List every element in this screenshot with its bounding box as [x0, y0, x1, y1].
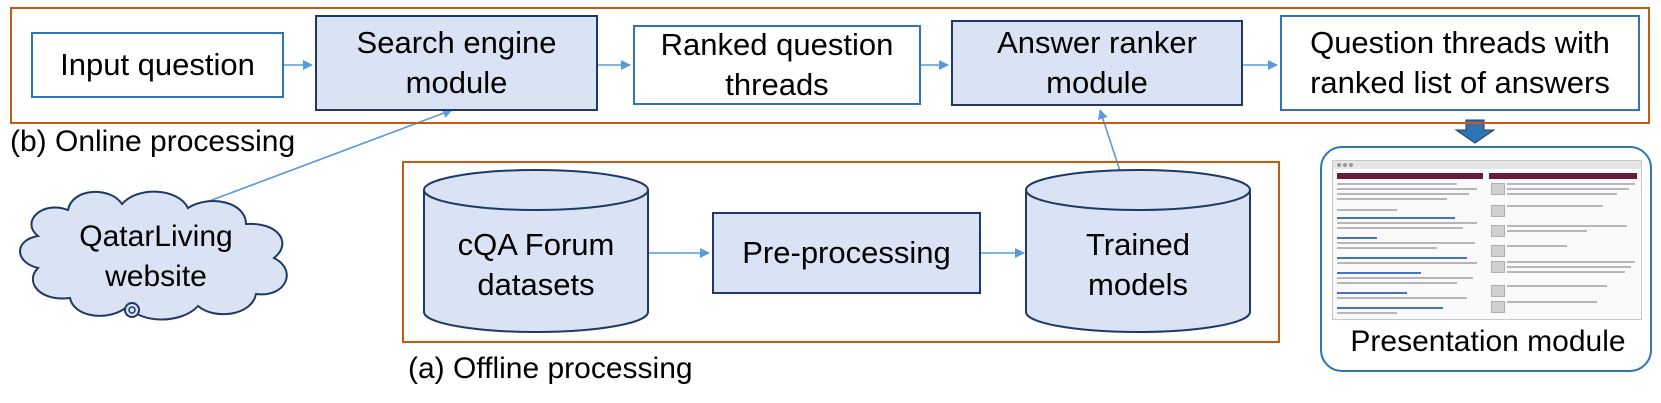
presentation-module: Presentation module: [1320, 146, 1652, 372]
browser-bar: [1333, 161, 1641, 169]
qatarliving-cloud: [19, 190, 288, 321]
online-processing-frame: [10, 7, 1650, 124]
presentation-screenshot: [1332, 160, 1642, 320]
online-processing-caption: (b) Online processing: [10, 125, 296, 158]
answer-ranker-module-box: Answer ranker module: [951, 20, 1243, 106]
question-threads-box: Question threads with ranked list of ans…: [1280, 15, 1640, 111]
qatarliving-website-label: QatarLiving website: [79, 220, 233, 293]
pre-processing-box: Pre-processing: [712, 212, 981, 294]
input-question-box: Input question: [31, 32, 284, 98]
question-header-bar: [1337, 173, 1483, 179]
cqa-datasets-cylinder: [423, 169, 649, 333]
offline-processing-frame: [402, 161, 1280, 343]
trained-models-label: Trained models: [1086, 227, 1190, 302]
ranked-question-threads-box: Ranked question threads: [633, 25, 921, 105]
cqa-forum-datasets-label: cQA Forum datasets: [457, 227, 615, 302]
answers-header-bar: [1489, 173, 1637, 179]
search-engine-module-box: Search engine module: [315, 15, 598, 111]
trained-models-cylinder: [1025, 169, 1251, 333]
arrow-qatarliving-to-search: [171, 108, 453, 216]
presentation-module-label: Presentation module: [1350, 325, 1626, 358]
arrow-threads-to-presentation: [1454, 119, 1496, 144]
offline-processing-caption: (a) Offline processing: [408, 352, 693, 385]
arrow-models-to-answer-ranker: [1098, 109, 1122, 175]
